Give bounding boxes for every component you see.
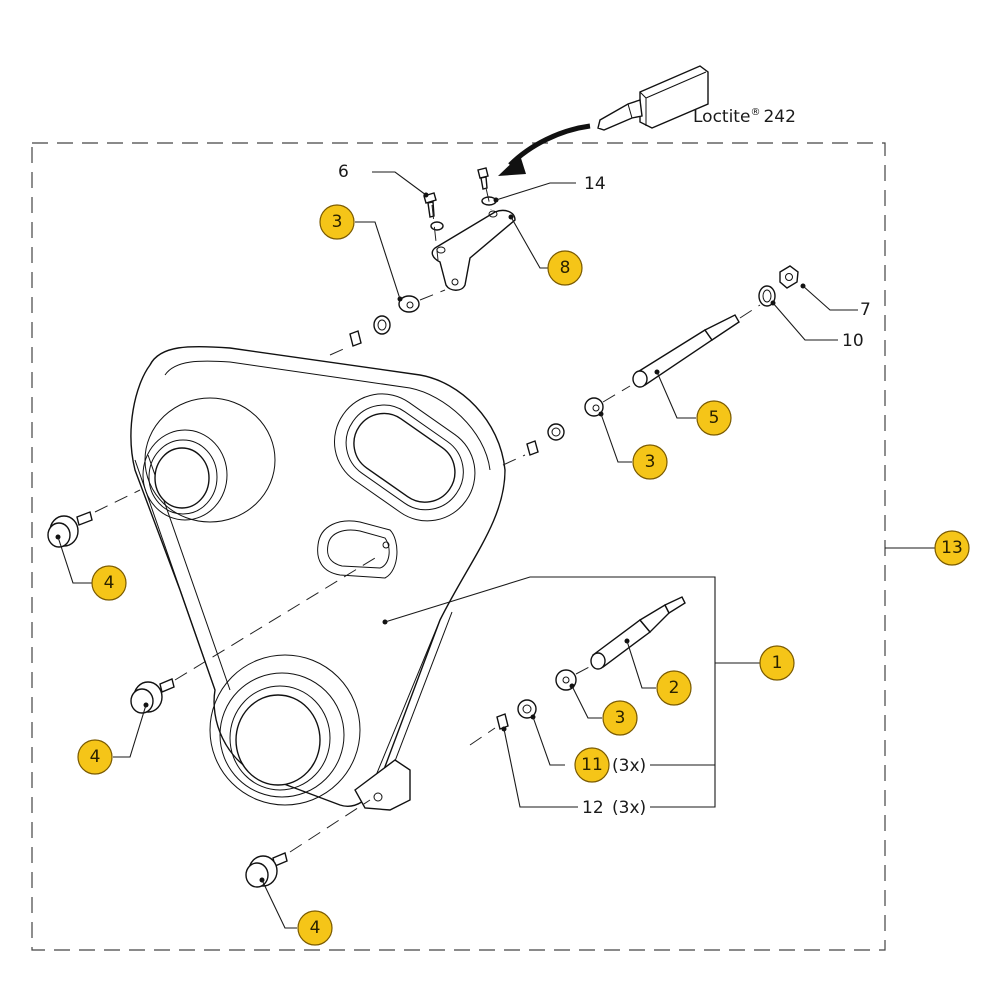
balloon-1: 1 [759, 645, 795, 681]
washer-10 [430, 221, 444, 231]
balloon-5: 5 [696, 400, 732, 436]
balloon-4-middle: 4 [77, 739, 113, 775]
svg-text:8: 8 [560, 258, 571, 278]
svg-text:2: 2 [669, 678, 680, 698]
bushing-top [349, 330, 362, 347]
svg-text:4: 4 [310, 918, 321, 938]
shaft-5 [632, 314, 740, 388]
svg-text:13: 13 [941, 538, 963, 558]
washer-6 [758, 285, 776, 307]
label-12: 12 [582, 798, 604, 818]
balloon-13: 13 [934, 530, 970, 566]
balloon-8: 8 [547, 250, 583, 286]
balloon-3-bottom: 3 [602, 700, 638, 736]
svg-text:3: 3 [332, 212, 343, 232]
loctite-arrow [508, 123, 591, 167]
main-plate [130, 345, 506, 811]
balloon-4-bottom: 4 [297, 910, 333, 946]
loctite-arrow-head-icon [498, 155, 526, 176]
washer-3-top [398, 295, 420, 313]
shaft-2 [590, 596, 686, 670]
svg-text:3: 3 [615, 708, 626, 728]
bracket-8 [431, 209, 516, 291]
bushing-12 [496, 713, 509, 730]
label-10: 6 [338, 162, 349, 182]
bearing-top [373, 315, 391, 335]
plate-small-hole [382, 541, 390, 549]
balloon-3-top: 3 [319, 204, 355, 240]
balloon-3-middle: 3 [632, 444, 668, 480]
label-7: 7 [860, 300, 871, 320]
knob-4-middle [130, 678, 175, 714]
svg-text:4: 4 [104, 573, 115, 593]
nut-7 [779, 265, 799, 289]
svg-text:5: 5 [709, 408, 720, 428]
loctite-label: Loctite®242 [693, 107, 796, 127]
svg-text:1: 1 [772, 653, 783, 673]
bushing-middle [526, 440, 539, 456]
label-14: 14 [584, 174, 606, 194]
balloon-4-top: 4 [91, 565, 127, 601]
svg-text:3: 3 [645, 452, 656, 472]
balloon-2: 2 [656, 670, 692, 706]
washer-3-middle [584, 397, 604, 417]
balloon-11: 11 [574, 747, 610, 783]
loctite-tube-icon [597, 65, 709, 131]
svg-text:4: 4 [90, 747, 101, 767]
bearing-middle [547, 423, 565, 441]
bearing-11 [517, 699, 537, 719]
qty-11: (3x) [612, 756, 646, 776]
svg-text:11: 11 [581, 755, 603, 775]
screw-14 [477, 167, 489, 190]
qty-12: (3x) [612, 798, 646, 818]
label-6: 10 [842, 331, 864, 351]
leader-lines [57, 171, 935, 929]
knob-4-bottom [245, 852, 288, 888]
assembly-boundary [31, 142, 886, 951]
screw-10 [423, 192, 437, 218]
knob-4-top [47, 511, 93, 548]
